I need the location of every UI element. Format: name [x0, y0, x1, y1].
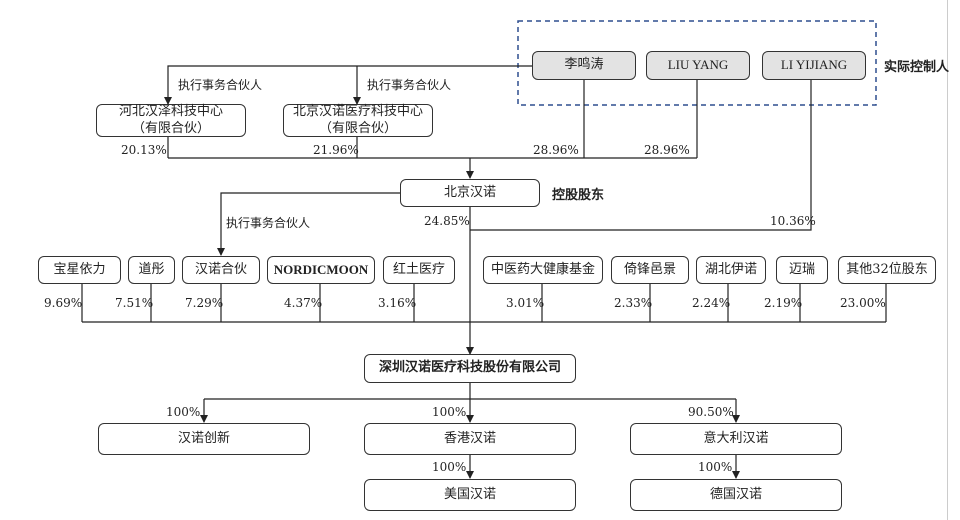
shareholder-box: 汉诺合伙: [182, 256, 260, 284]
subsidiary-name: 汉诺创新: [177, 430, 230, 446]
shareholder-name: 其他32位股东: [846, 261, 928, 277]
controller-li-yijiang: LI YIJIANG: [762, 51, 866, 80]
controlling-shareholder-label: 控股股东: [552, 188, 605, 203]
controller-label: LI YIJIANG: [780, 57, 848, 73]
controller-label: 李鸣涛: [564, 57, 604, 73]
hebei-hanze-partnership: 河北汉泽科技中心 （有限合伙）: [96, 104, 246, 137]
actual-controller-label: 实际控制人: [884, 60, 950, 75]
partnership-name: 北京汉诺医疗科技中心: [292, 104, 423, 120]
subsidiary-name: 意大利汉诺: [703, 430, 769, 446]
shareholder-pct: 9.69%: [44, 296, 83, 310]
pct-germany: 100%: [698, 460, 733, 474]
shareholder-name: 湖北伊诺: [704, 261, 757, 277]
sub-innovation: 汉诺创新: [98, 423, 310, 455]
pct-innovation: 100%: [166, 405, 201, 419]
shareholder-pct: 7.29%: [185, 296, 224, 310]
pct-bj-company: 24.85%: [424, 214, 470, 228]
page-edge-line: [947, 0, 948, 520]
shareholder-box: 宝星依力: [38, 256, 121, 284]
shareholder-box: 迈瑞: [776, 256, 828, 284]
shareholder-pct: 4.37%: [284, 296, 323, 310]
shareholder-name: 中医药大健康基金: [490, 261, 595, 277]
shareholder-pct: 3.01%: [506, 296, 545, 310]
sub-germany: 德国汉诺: [630, 479, 842, 511]
pct-bjmed: 21.96%: [313, 143, 359, 157]
pct-limingtao: 28.96%: [533, 143, 579, 157]
subsidiary-name: 德国汉诺: [709, 486, 762, 502]
shareholder-name: 红土医疗: [392, 261, 445, 277]
liyijiang-line: [470, 80, 812, 231]
beijing-hannuo-box: 北京汉诺: [400, 179, 540, 207]
shareholder-pct: 3.16%: [378, 296, 417, 310]
partnership-type: （有限合伙）: [131, 120, 210, 136]
controller-label: LIU YANG: [667, 57, 729, 73]
beijing-hannuo-med-partnership: 北京汉诺医疗科技中心 （有限合伙）: [283, 104, 433, 137]
subsidiary-name: 香港汉诺: [443, 430, 496, 446]
shareholder-box: 道彤: [128, 256, 175, 284]
sub-usa: 美国汉诺: [364, 479, 576, 511]
pct-hongkong: 100%: [432, 405, 467, 419]
shareholder-box: NORDICMOON: [267, 256, 375, 284]
pct-hebei: 20.13%: [121, 143, 167, 157]
sub-hongkong: 香港汉诺: [364, 423, 576, 455]
gp-line: [164, 65, 532, 105]
gp-line-3: [217, 192, 400, 256]
pct-liyijiang: 10.36%: [770, 214, 816, 228]
sub-italy: 意大利汉诺: [630, 423, 842, 455]
shareholder-box: 其他32位股东: [838, 256, 936, 284]
partnership-type: （有限合伙）: [318, 120, 397, 136]
controller-liu-yang: LIU YANG: [646, 51, 750, 80]
pct-usa: 100%: [432, 460, 467, 474]
shenzhen-hannuo-company: 深圳汉诺医疗科技股份有限公司: [364, 354, 576, 383]
gp-label-2: 执行事务合伙人: [367, 78, 452, 92]
shareholder-box: 红土医疗: [383, 256, 455, 284]
shareholder-pct: 2.24%: [692, 296, 731, 310]
shareholder-pct: 7.51%: [115, 296, 154, 310]
partnership-name: 河北汉泽科技中心: [118, 104, 223, 120]
gp-label-1: 执行事务合伙人: [178, 78, 263, 92]
shareholder-box: 倚锋邑景: [611, 256, 689, 284]
shareholder-pct: 2.19%: [764, 296, 803, 310]
subsidiary-name: 美国汉诺: [443, 486, 496, 502]
shareholder-name: 宝星依力: [53, 261, 106, 277]
shareholder-pct: 2.33%: [614, 296, 653, 310]
controller-li-mingtao: 李鸣涛: [532, 51, 636, 80]
company-name: 深圳汉诺医疗科技股份有限公司: [378, 360, 561, 376]
shareholder-box: 湖北伊诺: [696, 256, 766, 284]
pct-italy: 90.50%: [688, 405, 734, 419]
shareholder-box: 中医药大健康基金: [483, 256, 603, 284]
pct-liuyang: 28.96%: [644, 143, 690, 157]
shareholder-name: 道彤: [138, 261, 165, 277]
shareholder-name: 汉诺合伙: [194, 261, 247, 277]
gp-label-3: 执行事务合伙人: [226, 216, 311, 230]
shareholder-name: NORDICMOON: [273, 261, 369, 277]
shareholder-pct: 23.00%: [840, 296, 886, 310]
shareholder-name: 迈瑞: [788, 261, 815, 277]
holding-name: 北京汉诺: [443, 184, 496, 200]
shareholder-name: 倚锋邑景: [623, 261, 676, 277]
